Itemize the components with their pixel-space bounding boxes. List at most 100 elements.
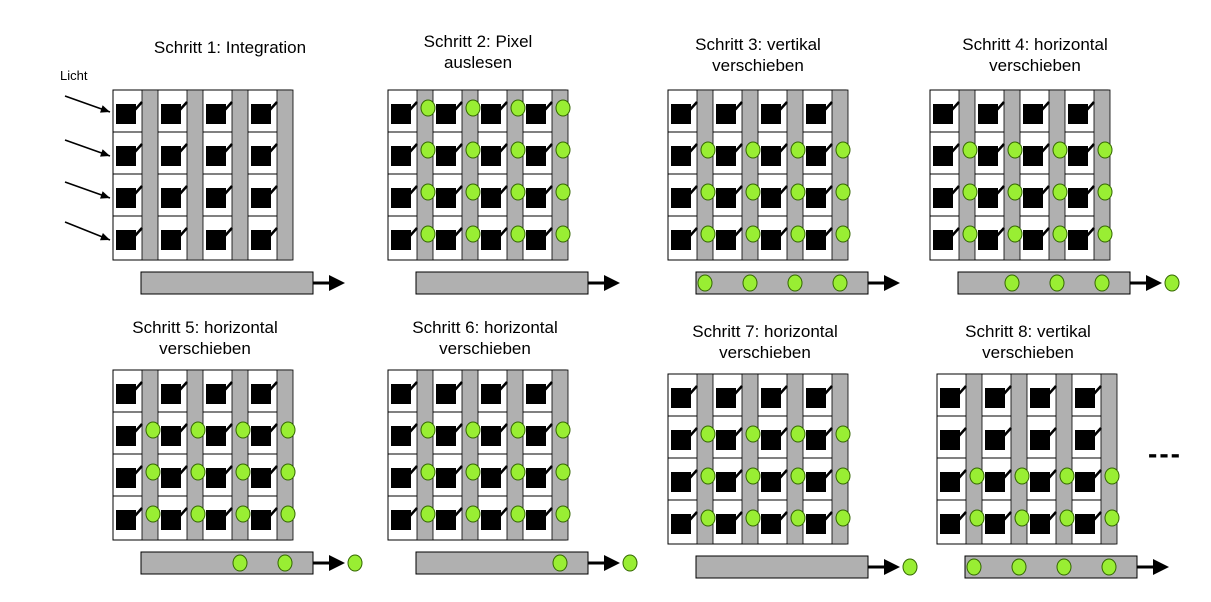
- photodiode-pixel: [206, 104, 226, 124]
- charge-packet: [1052, 183, 1068, 201]
- photodiode-pixel: [1075, 472, 1095, 492]
- transfer-gate: [497, 227, 508, 239]
- charge-packet: [700, 183, 716, 201]
- photodiode-pixel: [671, 388, 691, 408]
- charge-packet: [790, 183, 806, 201]
- charge-packet: [465, 99, 481, 117]
- step-title-line: verschieben: [712, 56, 804, 75]
- charge-packet: [835, 425, 851, 443]
- photodiode-pixel: [251, 104, 271, 124]
- photodiode-pixel: [526, 104, 546, 124]
- transfer-gate: [1046, 511, 1057, 523]
- transfer-gate: [177, 423, 188, 435]
- photodiode-pixel: [481, 426, 501, 446]
- transfer-gate: [497, 465, 508, 477]
- step-panel-6: [387, 369, 638, 575]
- step-title-line: verschieben: [989, 56, 1081, 75]
- transfer-gate: [407, 465, 418, 477]
- transfer-gate: [1046, 469, 1057, 481]
- photodiode-pixel: [671, 430, 691, 450]
- photodiode-pixel: [161, 510, 181, 530]
- photodiode-pixel: [716, 430, 736, 450]
- photodiode-pixel: [391, 188, 411, 208]
- charge-packet: [145, 421, 161, 439]
- transfer-gate: [407, 101, 418, 113]
- charge-packet: [420, 183, 436, 201]
- charge-packet: [555, 141, 571, 159]
- transfer-gate: [177, 185, 188, 197]
- photodiode-pixel: [526, 468, 546, 488]
- transfer-gate: [267, 227, 278, 239]
- charge-packet: [465, 505, 481, 523]
- photodiode-pixel: [806, 104, 826, 124]
- transfer-gate: [452, 227, 463, 239]
- step-title-line: Schritt 4: horizontal: [962, 35, 1108, 54]
- transfer-gate: [222, 185, 233, 197]
- transfer-gate: [994, 227, 1005, 239]
- transfer-gate: [407, 381, 418, 393]
- photodiode-pixel: [985, 430, 1005, 450]
- vertical-ccd-column: [231, 369, 249, 541]
- transfer-gate: [732, 101, 743, 113]
- photodiode-pixel: [716, 514, 736, 534]
- photodiode-pixel: [161, 104, 181, 124]
- charge-packet: [745, 509, 761, 527]
- photodiode-pixel: [933, 230, 953, 250]
- photodiode-pixel: [716, 472, 736, 492]
- charge-packet: [145, 505, 161, 523]
- transfer-gate: [497, 381, 508, 393]
- transfer-gate: [822, 469, 833, 481]
- transfer-gate: [732, 427, 743, 439]
- photodiode-pixel: [161, 230, 181, 250]
- charge-packet: [969, 467, 985, 485]
- transfer-gate: [949, 101, 960, 113]
- photodiode-pixel: [391, 468, 411, 488]
- transfer-gate: [452, 423, 463, 435]
- vertical-ccd-column: [551, 89, 569, 261]
- transfer-gate: [687, 511, 698, 523]
- step-title-line: verschieben: [719, 343, 811, 362]
- register-charge: [742, 274, 758, 292]
- output-charge: [347, 554, 363, 572]
- transfer-gate: [542, 101, 553, 113]
- output-arrow-head: [329, 275, 345, 291]
- step-panel-8: [936, 373, 1169, 579]
- transfer-gate: [732, 227, 743, 239]
- charge-packet: [1007, 183, 1023, 201]
- charge-packet: [420, 225, 436, 243]
- charge-packet: [835, 183, 851, 201]
- photodiode-pixel: [940, 472, 960, 492]
- transfer-gate: [177, 227, 188, 239]
- charge-packet: [1059, 509, 1075, 527]
- register-charge: [1004, 274, 1020, 292]
- charge-packet: [790, 425, 806, 443]
- transfer-gate: [949, 185, 960, 197]
- charge-packet: [465, 421, 481, 439]
- photodiode-pixel: [671, 104, 691, 124]
- transfer-gate: [956, 469, 967, 481]
- transfer-gate: [822, 511, 833, 523]
- step-title-line: auslesen: [443, 53, 513, 72]
- transfer-gate: [222, 101, 233, 113]
- transfer-gate: [497, 185, 508, 197]
- transfer-gate: [452, 185, 463, 197]
- output-arrow-head: [604, 555, 620, 571]
- charge-packet: [790, 509, 806, 527]
- photodiode-pixel: [1023, 230, 1043, 250]
- charge-packet: [700, 141, 716, 159]
- step-title-line: verschieben: [159, 339, 251, 358]
- transfer-gate: [497, 143, 508, 155]
- photodiode-pixel: [806, 472, 826, 492]
- vertical-ccd-column: [831, 89, 849, 261]
- photodiode-pixel: [436, 426, 456, 446]
- photodiode-pixel: [391, 230, 411, 250]
- transfer-gate: [1084, 185, 1095, 197]
- vertical-ccd-column: [551, 369, 569, 541]
- vertical-ccd-column: [1093, 89, 1111, 261]
- photodiode-pixel: [1075, 514, 1095, 534]
- transfer-gate: [542, 507, 553, 519]
- transfer-gate: [1039, 227, 1050, 239]
- photodiode-pixel: [436, 146, 456, 166]
- charge-packet: [420, 505, 436, 523]
- register-charge: [232, 554, 248, 572]
